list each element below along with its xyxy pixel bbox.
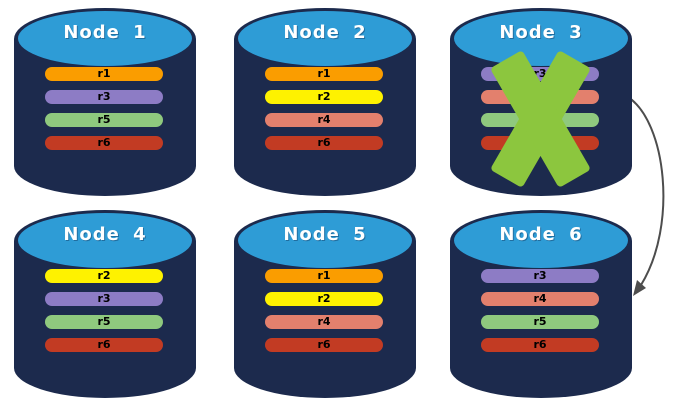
replica-label: r6 — [97, 136, 111, 149]
replica-bar: r6 — [481, 338, 599, 352]
replica-bar: r2 — [45, 269, 163, 283]
replica-label: r1 — [317, 269, 331, 282]
replica-bar — [481, 113, 599, 127]
replica-label: r6 — [533, 338, 547, 351]
replica-label: r4 — [317, 315, 331, 328]
node-title: Node 3 — [499, 22, 583, 43]
replica-list: r2 r3 r5 r6 — [45, 269, 163, 352]
replica-bar: r1 — [265, 269, 383, 283]
replica-bar: r1 — [45, 67, 163, 81]
replica-label: r1 — [317, 67, 331, 80]
replica-label: r1 — [97, 67, 111, 80]
replica-bar: r2 — [265, 292, 383, 306]
replica-bar: r4 — [265, 113, 383, 127]
replica-label: r5 — [97, 315, 111, 328]
node-title: Node 5 — [283, 224, 367, 245]
node-2: Node 2 r1 r2 r4 r6 — [234, 8, 416, 196]
replica-list: r3 — [481, 67, 599, 150]
replica-label: r3 — [97, 90, 111, 103]
replica-label: r3 — [533, 67, 547, 80]
replica-bar: r3 — [45, 292, 163, 306]
replica-list: r1 r2 r4 r6 — [265, 269, 383, 352]
replica-bar: r4 — [481, 292, 599, 306]
replica-bar: r3 — [45, 90, 163, 104]
replica-bar — [481, 136, 599, 150]
replica-list: r3 r4 r5 r6 — [481, 269, 599, 352]
node-1: Node 1 r1 r3 r5 r6 — [14, 8, 196, 196]
replica-label: r6 — [317, 338, 331, 351]
replica-bar: r6 — [45, 136, 163, 150]
node-title: Node 4 — [63, 224, 147, 245]
node-6: Node 6 r3 r4 r5 r6 — [450, 210, 632, 398]
node-title: Node 2 — [283, 22, 367, 43]
replica-label: r6 — [97, 338, 111, 351]
cylinder-top — [18, 11, 192, 66]
replica-label: r4 — [317, 113, 331, 126]
replica-list: r1 r2 r4 r6 — [265, 67, 383, 150]
replica-bar: r6 — [265, 136, 383, 150]
replica-bar: r4 — [265, 315, 383, 329]
replica-label: r2 — [317, 90, 331, 103]
replica-label: r2 — [97, 269, 111, 282]
replica-bar: r3 — [481, 269, 599, 283]
node-3: Node 3 r3 — [450, 8, 632, 196]
replica-label: r3 — [533, 269, 547, 282]
replica-list: r1 r3 r5 r6 — [45, 67, 163, 150]
replica-label: r5 — [97, 113, 111, 126]
node-4: Node 4 r2 r3 r5 r6 — [14, 210, 196, 398]
replica-bar: r2 — [265, 90, 383, 104]
replica-label: r3 — [97, 292, 111, 305]
node-title: Node 1 — [63, 22, 147, 43]
replica-label: r4 — [533, 292, 547, 305]
replica-bar: r5 — [45, 113, 163, 127]
node-title: Node 6 — [499, 224, 583, 245]
cylinder-top — [454, 213, 628, 268]
cylinder-top — [238, 11, 412, 66]
replica-bar: r6 — [45, 338, 163, 352]
replica-label: r2 — [317, 292, 331, 305]
cylinder-top — [238, 213, 412, 268]
replica-label: r6 — [317, 136, 331, 149]
replica-bar: r5 — [481, 315, 599, 329]
replica-bar: r6 — [265, 338, 383, 352]
cylinder-top — [18, 213, 192, 268]
replica-bar: r1 — [265, 67, 383, 81]
node-5: Node 5 r1 r2 r4 r6 — [234, 210, 416, 398]
replica-label: r5 — [533, 315, 547, 328]
replica-bar: r5 — [45, 315, 163, 329]
replica-bar — [481, 90, 599, 104]
replica-bar: r3 — [481, 67, 599, 81]
